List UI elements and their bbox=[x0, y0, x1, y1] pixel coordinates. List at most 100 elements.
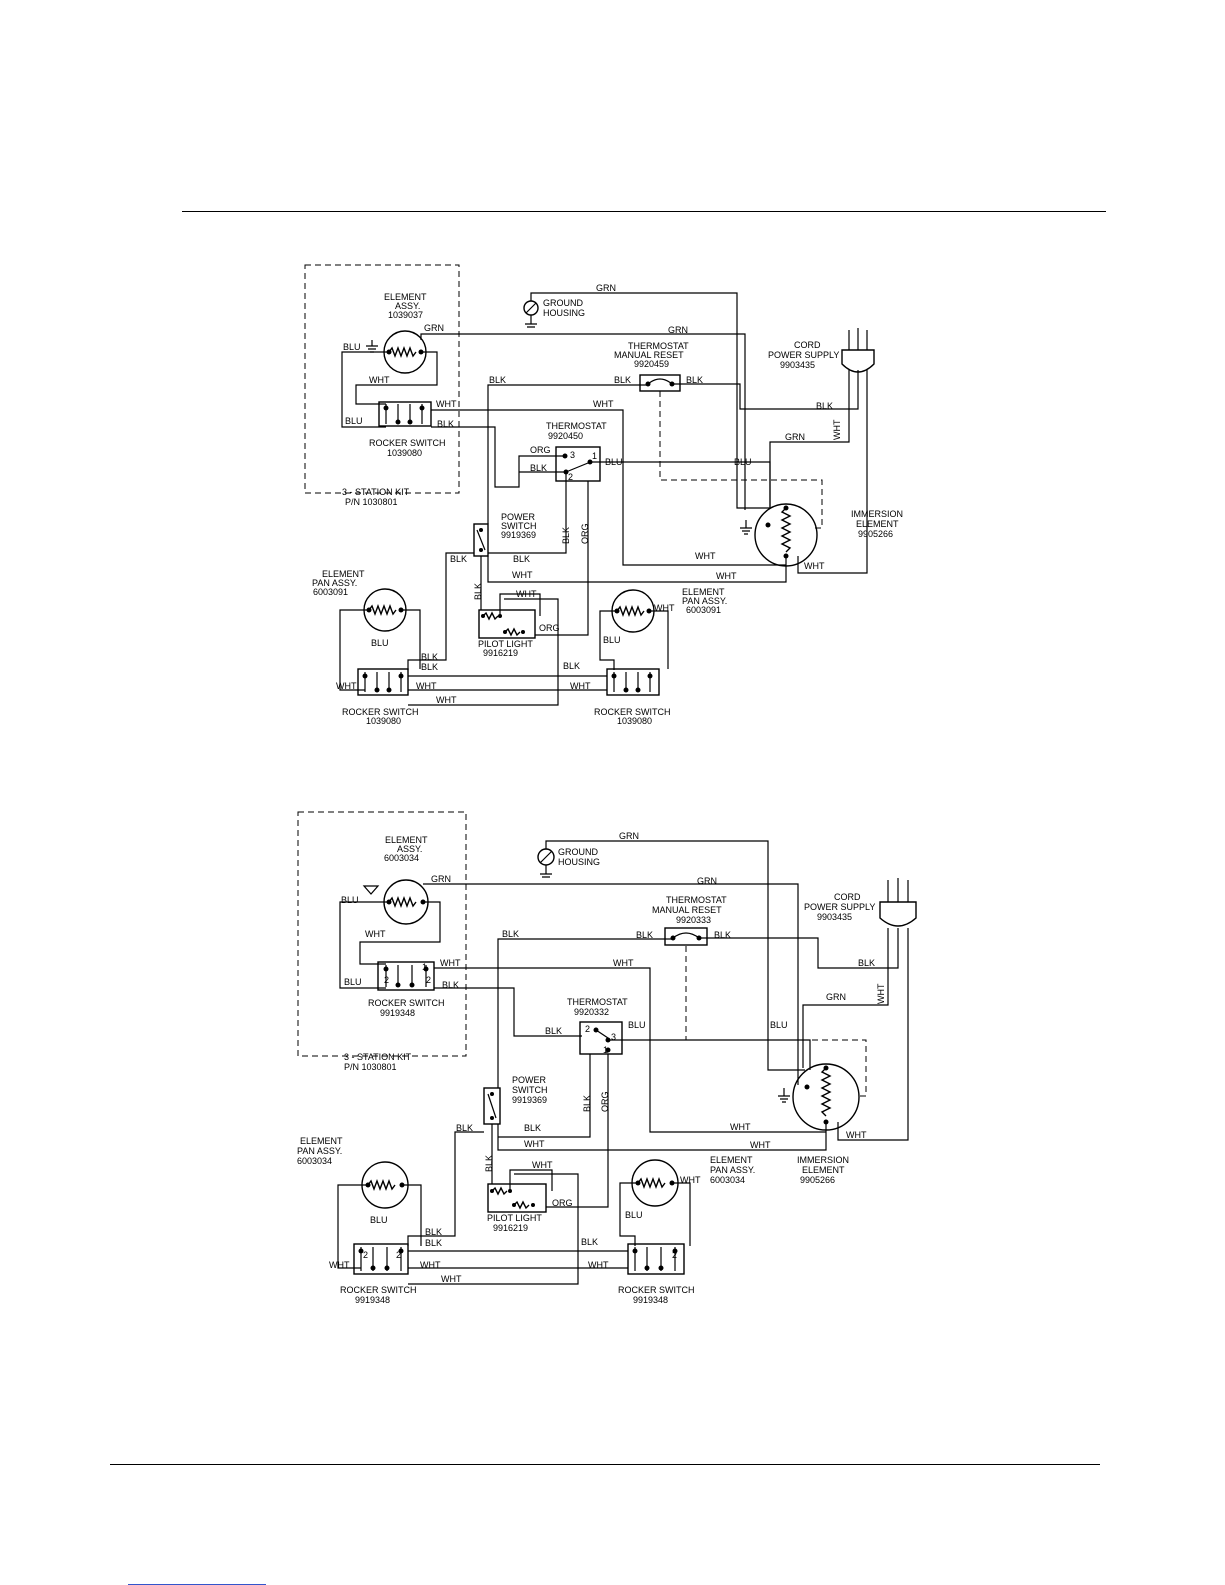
wire-color-label: WHT bbox=[441, 1274, 462, 1284]
wire-color-label: BLU bbox=[344, 977, 362, 987]
wire-color-label: BLK bbox=[563, 661, 580, 671]
ground-label-1: GROUND bbox=[543, 298, 583, 308]
rocker-switch-top-2 bbox=[377, 961, 435, 991]
t-3: 3 bbox=[570, 450, 575, 460]
wire-color-label: WHT bbox=[730, 1122, 751, 1132]
wire-color-label: WHT bbox=[846, 1130, 867, 1140]
cord-title2-2: POWER SUPPLY bbox=[804, 902, 875, 912]
pan-left-title: ELEMENT bbox=[322, 569, 365, 579]
wire-color-label: BLK bbox=[456, 1123, 473, 1133]
wire-color-label: WHT bbox=[593, 399, 614, 409]
wire-color-label: WHT bbox=[588, 1260, 609, 1270]
wire-color-label: WHT bbox=[420, 1260, 441, 1270]
thermostat-title: THERMOSTAT bbox=[546, 421, 607, 431]
heater-coil bbox=[388, 346, 417, 358]
pan-right-pn: 6003091 bbox=[686, 605, 721, 615]
rocker-br-pn-2: 9919348 bbox=[633, 1295, 668, 1305]
wire-color-label: WHT bbox=[440, 958, 461, 968]
wire-color-label: BLU bbox=[628, 1020, 646, 1030]
cord-pn: 9903435 bbox=[780, 360, 815, 370]
wire-color-label: GRN bbox=[619, 831, 639, 841]
svg-text:1: 1 bbox=[422, 962, 427, 972]
rocker-top-title-2: ROCKER SWITCH bbox=[368, 998, 445, 1008]
wire-color-label: BLK bbox=[421, 652, 438, 662]
wire-color-label: WHT bbox=[804, 561, 825, 571]
power-plug-icon-2 bbox=[879, 901, 917, 927]
kit-pn-2: P/N 1030801 bbox=[344, 1062, 397, 1072]
wires-1 bbox=[339, 292, 868, 706]
wire-color-label: BLK bbox=[582, 1095, 592, 1112]
element-assy-title: ELEMENT bbox=[384, 292, 427, 302]
wire-color-label: GRN bbox=[785, 432, 805, 442]
immersion-title2-2: ELEMENT bbox=[802, 1165, 845, 1175]
pilot-title: PILOT LIGHT bbox=[478, 639, 533, 649]
thermostat-title-2: THERMOSTAT bbox=[567, 997, 628, 1007]
svg-text:1: 1 bbox=[603, 1045, 608, 1055]
ground-icon-d2-2 bbox=[778, 1088, 790, 1103]
wire-color-label: ORG bbox=[580, 523, 590, 544]
power-switch-pn-2: 9919369 bbox=[512, 1095, 547, 1105]
wire-color-label: ORG bbox=[530, 445, 551, 455]
cord-title2: POWER SUPPLY bbox=[768, 350, 839, 360]
rocker-br-title: ROCKER SWITCH bbox=[594, 707, 671, 717]
wire-color-label: BLU bbox=[370, 1215, 388, 1225]
wire-color-label: WHT bbox=[436, 695, 457, 705]
pilot-pn: 9916219 bbox=[483, 648, 518, 658]
reset-pn: 9920459 bbox=[634, 359, 669, 369]
wire-color-label: BLK bbox=[513, 554, 530, 564]
power-switch-title2-2: SWITCH bbox=[512, 1085, 548, 1095]
svg-text:2: 2 bbox=[384, 975, 389, 985]
wire-color-label: GRN bbox=[431, 874, 451, 884]
wire-color-label: BLK bbox=[524, 1123, 541, 1133]
wire-color-label: GRN bbox=[826, 992, 846, 1002]
pan-left-title2: PAN ASSY. bbox=[312, 578, 357, 588]
rocker-bl-title-2: ROCKER SWITCH bbox=[340, 1285, 417, 1295]
wire-color-label: BLK bbox=[502, 929, 519, 939]
pan-right-title2-2: PAN ASSY. bbox=[710, 1165, 755, 1175]
wire-color-label: WHT bbox=[570, 681, 591, 691]
reset-title2-2: MANUAL RESET bbox=[652, 905, 722, 915]
wire-color-label: BLK bbox=[421, 662, 438, 672]
wire-color-label: BLU bbox=[343, 342, 361, 352]
pan-right-pn-2: 6003034 bbox=[710, 1175, 745, 1185]
immersion-title: IMMERSION bbox=[851, 509, 903, 519]
thermostat-pn: 9920450 bbox=[548, 431, 583, 441]
element-assy-title-2: ELEMENT bbox=[385, 835, 428, 845]
wire-color-label: GRN bbox=[424, 323, 444, 333]
wire-color-label: BLK bbox=[858, 958, 875, 968]
pan-right-title-2: ELEMENT bbox=[710, 1155, 753, 1165]
wire-color-label: BLU bbox=[770, 1020, 788, 1030]
kit-boundary bbox=[304, 264, 460, 494]
svg-text:2: 2 bbox=[363, 1250, 368, 1260]
wire-color-label: WHT bbox=[832, 419, 842, 440]
reset-title: THERMOSTAT bbox=[628, 341, 689, 351]
wire-color-label: BLK bbox=[581, 1237, 598, 1247]
rocker-br-pn: 1039080 bbox=[617, 716, 652, 726]
kit-boundary-2 bbox=[297, 811, 467, 1057]
power-switch-title-2: POWER bbox=[512, 1075, 547, 1085]
wire-labels-1: GRN GRN GRN BLU WHT WHT BLK BLU BLK BLK … bbox=[336, 283, 842, 705]
wire-color-label: BLK bbox=[714, 930, 731, 940]
element-assy-pn-2: 6003034 bbox=[384, 853, 419, 863]
wire-color-label: WHT bbox=[716, 571, 737, 581]
ground-icon-2 bbox=[740, 520, 752, 535]
reset-title2: MANUAL RESET bbox=[614, 350, 684, 360]
rocker-bl-title: ROCKER SWITCH bbox=[342, 707, 419, 717]
t-2: 2 bbox=[568, 472, 573, 482]
cord-title-2: CORD bbox=[834, 892, 861, 902]
wire-color-label: WHT bbox=[695, 551, 716, 561]
wire-color-label: GRN bbox=[668, 325, 688, 335]
wire-color-label: WHT bbox=[416, 681, 437, 691]
wire-color-label: BLK bbox=[561, 527, 571, 544]
wire-color-label: BLK bbox=[437, 419, 454, 429]
ground-label-2: HOUSING bbox=[543, 308, 585, 318]
pan-left-pn-2: 6003034 bbox=[297, 1156, 332, 1166]
element-assy-title2-2: ASSY. bbox=[397, 844, 422, 854]
wire-color-label: BLK bbox=[484, 1155, 494, 1172]
element-assy-pn: 1039037 bbox=[388, 310, 423, 320]
pan-left-title2-2: PAN ASSY. bbox=[297, 1146, 342, 1156]
wire-color-label: BLK bbox=[489, 375, 506, 385]
wire-color-label: WHT bbox=[613, 958, 634, 968]
